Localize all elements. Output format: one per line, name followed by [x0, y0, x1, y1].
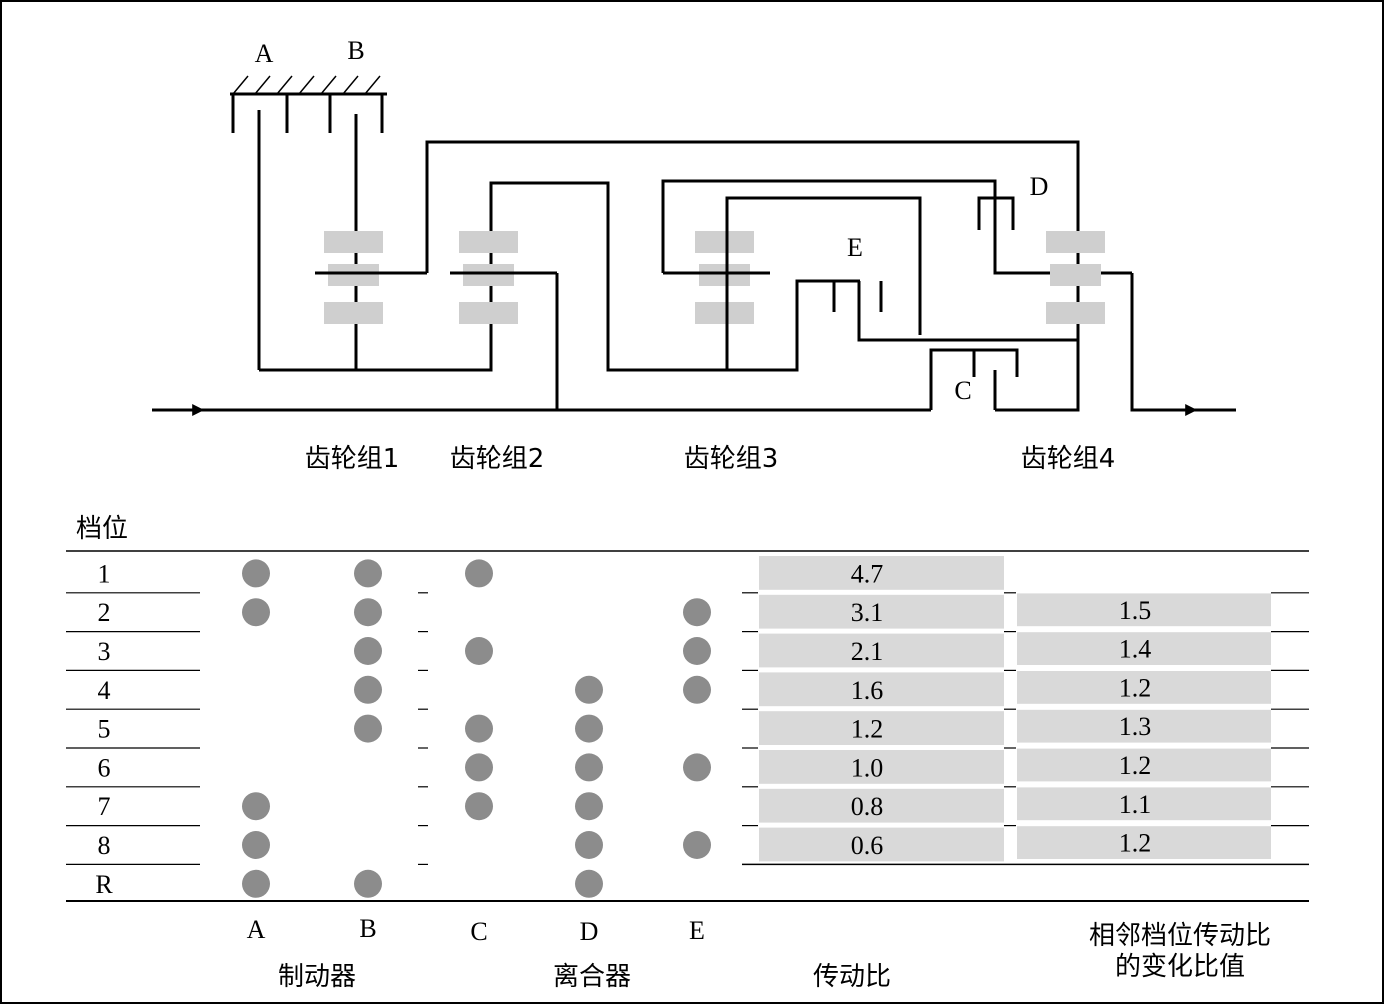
engaged-dot-b — [354, 637, 382, 665]
column-label-d: D — [580, 917, 599, 946]
engaged-dot-d — [575, 792, 603, 821]
engaged-dot-c — [465, 714, 493, 743]
gearset-label-4: 齿轮组4 — [1021, 444, 1116, 474]
step-value: 1.4 — [1119, 635, 1152, 664]
ratio-value: 0.6 — [851, 831, 884, 860]
shift-table: 档位 1 2 3 4 5 6 7 8R 4.7 3.1 2.1 1.6 1.2 1.0 0.8 0.6 1.… — [66, 514, 1309, 946]
engaged-dot-d — [575, 675, 603, 704]
clutch-label-e: E — [847, 233, 863, 262]
ratio-value: 0.8 — [851, 792, 884, 821]
engaged-dot-a — [242, 598, 270, 627]
gear-label: 2 — [98, 598, 111, 627]
ratio-value: 2.1 — [851, 637, 884, 666]
step-cell — [1017, 826, 1271, 859]
engaged-dot-e — [683, 831, 711, 859]
engaged-dot-b — [354, 598, 382, 627]
ratio-cell — [759, 788, 1004, 823]
gearset-3 — [661, 179, 997, 370]
engaged-dot-c — [465, 559, 493, 588]
footer-clutches: 离合器 — [553, 962, 631, 992]
engaged-dot-a — [242, 792, 270, 821]
column-label-e: E — [689, 916, 705, 945]
ratio-cell — [759, 711, 1004, 745]
step-cell — [1017, 593, 1271, 627]
ratio-value: 1.0 — [851, 753, 884, 782]
engaged-dot-d — [575, 869, 603, 898]
ratio-cell — [759, 750, 1004, 784]
brake-label-a: A — [255, 39, 274, 68]
engaged-dot-b — [354, 714, 382, 743]
column-label-a: A — [247, 915, 266, 944]
engaged-dot-a — [242, 831, 270, 859]
gear-label: 5 — [98, 715, 111, 744]
clutch-e — [832, 281, 1078, 342]
ratio-value: 4.7 — [851, 559, 884, 588]
engaged-dot-e — [683, 675, 711, 704]
ratio-cell — [759, 672, 1004, 707]
brake-a — [231, 94, 289, 370]
output-shaft — [1130, 273, 1236, 412]
ratio-value: 3.1 — [851, 598, 884, 627]
table-header: 档位 — [76, 514, 128, 544]
ratio-cell — [759, 556, 1004, 590]
engaged-dot-e — [683, 753, 711, 782]
column-label-b: B — [359, 914, 376, 943]
gearset-1 — [315, 231, 427, 324]
footer-ratio: 传动比 — [813, 962, 891, 992]
ratio-cell — [759, 827, 1004, 862]
engaged-dot-b — [354, 559, 382, 588]
engaged-dot-b — [354, 869, 382, 898]
engaged-dot-e — [683, 598, 711, 627]
engaged-dot-c — [465, 753, 493, 782]
step-value: 1.3 — [1119, 712, 1152, 741]
clutch-label-d: D — [1030, 172, 1049, 201]
step-value: 1.2 — [1119, 673, 1152, 702]
step-cell — [1017, 748, 1271, 782]
engaged-dot-c — [465, 637, 493, 665]
housing-ground — [230, 75, 387, 96]
gear-label: 8 — [98, 831, 111, 860]
step-cell — [1017, 709, 1271, 743]
step-cell — [1017, 632, 1271, 665]
engaged-dot-d — [575, 831, 603, 859]
gear-label: R — [95, 870, 113, 899]
step-value: 1.5 — [1119, 596, 1152, 625]
step-cell — [1017, 671, 1271, 704]
engaged-dot-e — [683, 637, 711, 665]
footer-step-line1: 相邻档位传动比 — [1089, 921, 1271, 951]
clutch-label-c: C — [954, 376, 971, 405]
ratio-cell — [759, 633, 1004, 668]
engaged-dot-d — [575, 714, 603, 743]
gearset-label-1: 齿轮组1 — [305, 444, 400, 474]
engaged-dot-d — [575, 753, 603, 782]
engaged-dot-b — [354, 675, 382, 704]
gear-label: 3 — [98, 637, 111, 666]
gear-label: 7 — [98, 792, 111, 821]
gear-label: 4 — [98, 676, 111, 705]
ratio-value: 1.6 — [851, 676, 884, 705]
step-value: 1.2 — [1119, 829, 1152, 858]
footer-brakes: 制动器 — [278, 962, 356, 992]
step-cell — [1017, 787, 1271, 821]
gear-label: 6 — [98, 753, 111, 782]
step-value: 1.2 — [1119, 751, 1152, 780]
ratio-cell — [759, 594, 1004, 629]
step-value: 1.1 — [1119, 790, 1152, 819]
gearset-2 — [450, 231, 559, 410]
ratio-value: 1.2 — [851, 715, 884, 744]
clutch-c — [929, 348, 1019, 410]
gearset-label-3: 齿轮组3 — [684, 444, 779, 474]
gearset-label-2: 齿轮组2 — [450, 444, 545, 474]
footer-step-line2: 的变化比值 — [1115, 952, 1245, 982]
brake-label-b: B — [347, 36, 364, 65]
column-label-c: C — [470, 917, 487, 946]
engaged-dot-c — [465, 792, 493, 821]
gear-label: 1 — [98, 559, 111, 588]
gear-schematic — [152, 75, 1236, 416]
engaged-dot-a — [242, 869, 270, 898]
gearset-4 — [1046, 231, 1105, 324]
engaged-dot-a — [242, 559, 270, 588]
